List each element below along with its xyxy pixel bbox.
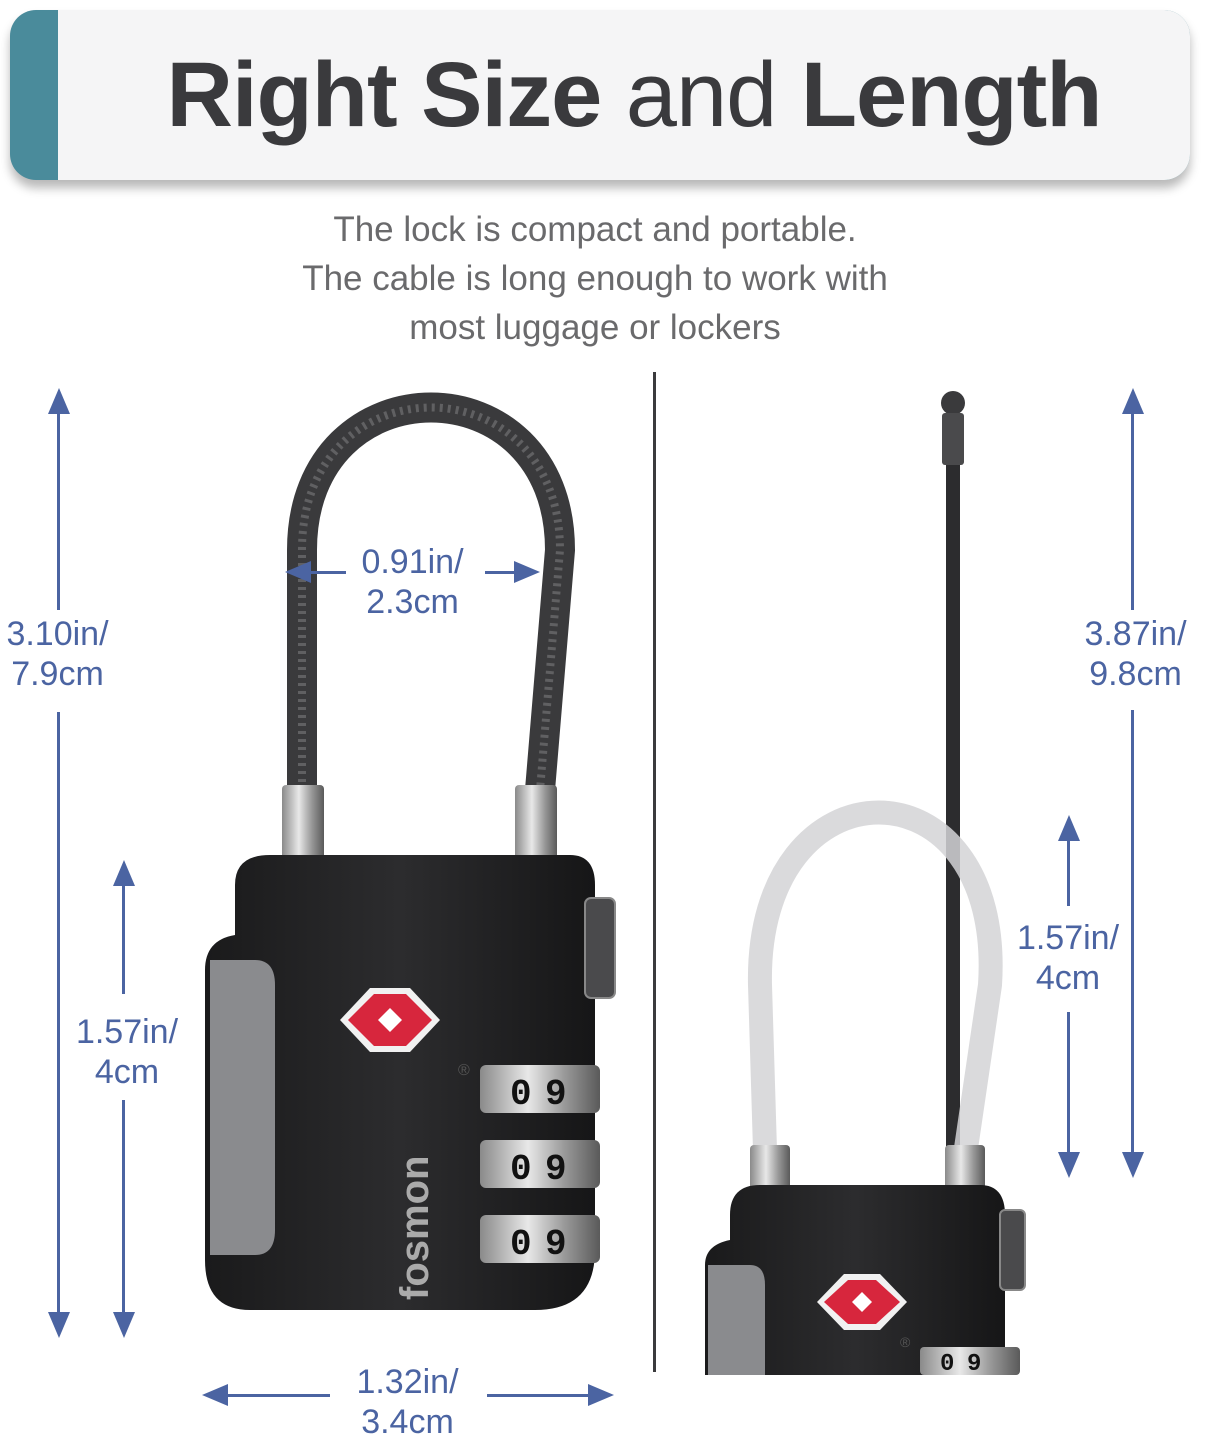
title-length: Length <box>800 43 1103 146</box>
cable-end-icon <box>941 391 965 415</box>
dimension-line <box>1131 410 1134 610</box>
extended-cable-icon <box>946 465 960 1195</box>
dimension-line <box>485 571 517 574</box>
dimension-cm: 3.4cm <box>361 1403 454 1441</box>
combination-dials: 0 9 0 9 0 9 <box>480 1065 600 1265</box>
brand-logo: fosmon <box>393 1156 437 1300</box>
combination-dials <box>920 1347 1020 1375</box>
arrow-right-icon <box>514 561 540 583</box>
svg-text:9: 9 <box>967 1351 981 1375</box>
dimension-line <box>122 1100 125 1315</box>
dimension-line <box>308 571 346 574</box>
dimension-cm: 9.8cm <box>1089 655 1182 693</box>
page-title: Right Size and Length <box>166 43 1103 148</box>
dimension-line <box>487 1394 591 1397</box>
cable-ghost-icon <box>747 800 1003 1157</box>
title-right-size: Right Size <box>166 43 603 146</box>
dimension-cm: 7.9cm <box>11 655 104 693</box>
cable-end-ferrule-icon <box>942 413 964 465</box>
subtitle-line-1: The lock is compact and portable. <box>333 210 857 249</box>
arrow-left-icon <box>285 561 311 583</box>
dimension-cm: 4cm <box>94 1053 160 1091</box>
dimension-inches: 1.32in/ <box>356 1363 459 1401</box>
dimension-inches: 1.57in/ <box>1016 919 1120 957</box>
subtitle-line-3: most luggage or lockers <box>409 308 781 347</box>
cable-ferrule-icon <box>515 785 557 865</box>
arrow-left-icon <box>202 1384 228 1406</box>
dimension-line <box>1067 1012 1070 1155</box>
dimension-label: 3.10in/ 7.9cm <box>0 614 115 694</box>
svg-text:0: 0 <box>510 1074 532 1115</box>
header-banner: Right Size and Length <box>10 10 1190 180</box>
dimension-cm: 4cm <box>1035 959 1101 997</box>
arrow-right-icon <box>588 1384 614 1406</box>
dimension-line <box>1067 838 1070 906</box>
title-and: and <box>625 43 777 146</box>
tsa-badge-icon <box>817 1274 907 1330</box>
registered-mark: ® <box>458 1062 470 1079</box>
dimension-line <box>122 882 125 994</box>
side-grip-panel <box>210 960 275 1255</box>
reset-button-icon <box>584 897 616 999</box>
dimension-label: 1.57in/ 4cm <box>1003 918 1133 998</box>
dimension-inches: 3.87in/ <box>1084 615 1187 653</box>
dimension-label: 3.87in/ 9.8cm <box>1068 614 1203 694</box>
arrow-up-icon <box>113 860 135 886</box>
svg-text:9: 9 <box>545 1074 567 1115</box>
dimension-line <box>1131 710 1134 1155</box>
dimension-line <box>57 410 60 610</box>
dimension-line <box>226 1394 330 1397</box>
side-grip-panel <box>708 1265 765 1375</box>
tsa-badge-icon <box>340 988 440 1052</box>
lock-illustration-left: ® fosmon 0 9 0 9 0 9 <box>205 392 616 1310</box>
dimension-label: 0.91in/ 2.3cm <box>340 542 485 622</box>
arrow-up-icon <box>1058 815 1080 841</box>
cable-icon <box>287 392 576 792</box>
subtitle-line-2: The cable is long enough to work with <box>302 259 888 298</box>
registered-mark: ® <box>900 1334 911 1350</box>
svg-text:9: 9 <box>545 1224 567 1265</box>
subtitle: The lock is compact and portable. The ca… <box>0 205 1190 352</box>
arrow-up-icon <box>48 388 70 414</box>
center-divider <box>653 372 656 1372</box>
dimension-label: 1.57in/ 4cm <box>62 1012 192 1092</box>
dimension-inches: 0.91in/ <box>361 543 464 581</box>
arrow-up-icon <box>1122 388 1144 414</box>
reset-button-icon <box>999 1209 1026 1291</box>
dimension-cm: 2.3cm <box>366 583 459 621</box>
lock-body <box>205 855 595 1310</box>
svg-text:9: 9 <box>545 1149 567 1190</box>
arrow-down-icon <box>1122 1152 1144 1178</box>
arrow-down-icon <box>48 1312 70 1338</box>
cable-ferrule-icon <box>282 785 324 865</box>
dimension-inches: 1.57in/ <box>75 1013 179 1051</box>
arrow-down-icon <box>113 1312 135 1338</box>
lock-illustration-right: ® 0 9 <box>705 391 1026 1375</box>
dimension-line <box>57 712 60 1317</box>
svg-text:0: 0 <box>510 1149 532 1190</box>
svg-text:0: 0 <box>940 1351 954 1375</box>
arrow-down-icon <box>1058 1152 1080 1178</box>
header-banner-inner: Right Size and Length <box>58 10 1190 180</box>
dimension-inches: 3.10in/ <box>6 615 109 653</box>
dimension-label: 1.32in/ 3.4cm <box>335 1362 480 1442</box>
svg-text:0: 0 <box>510 1224 532 1265</box>
